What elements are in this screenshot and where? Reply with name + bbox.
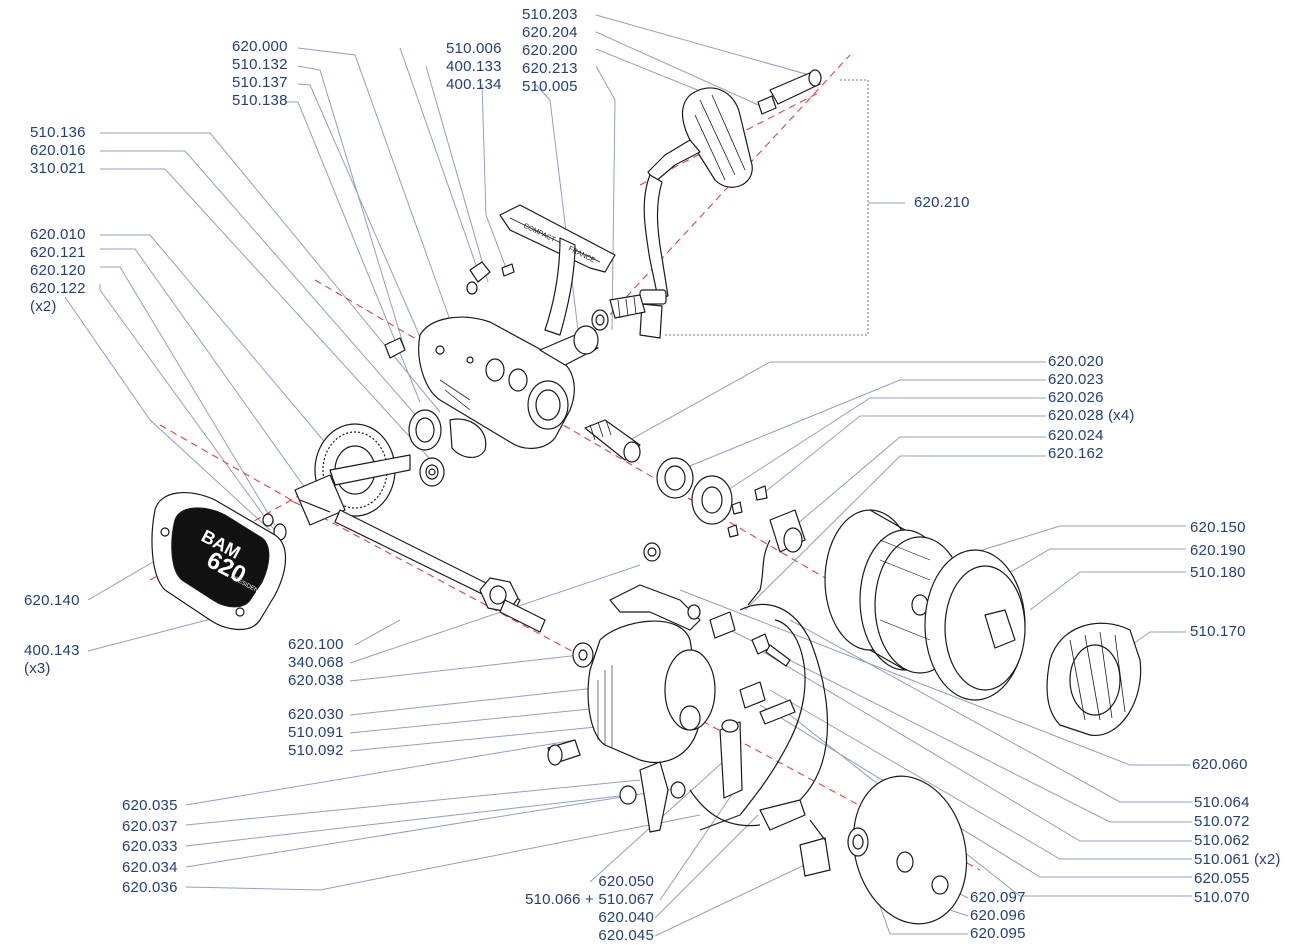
bail-wire [739,603,829,801]
reel-foot: COMPACT FRANCE [499,204,616,336]
label-part: 510.072 [1194,813,1250,830]
label-part: 620.024 [1048,427,1104,444]
bearing-right [656,457,806,606]
small-screws-top [384,261,515,359]
label-part: 620.020 [1048,353,1104,370]
labels-bottom-center: 620.050 510.066 + 510.067 620.040 620.04… [525,873,654,945]
label-part: 620.050 [598,873,654,890]
label-part: 400.143 [24,642,80,659]
label-part: 620.033 [122,838,178,855]
labels-top-left: 620.000 510.132 510.137 510.138 [232,38,288,110]
labels-right-upper: 620.020 620.023 620.026 620.028 (x4) 620… [1048,353,1135,463]
label-handle: 620.210 [914,194,970,211]
label-part: 620.000 [232,38,288,55]
spool [824,509,1026,701]
label-part: 340.068 [288,654,344,671]
label-part: 620.035 [122,797,178,814]
small-bolts [428,468,796,805]
label-part: 400.133 [446,58,502,75]
label-part: 510.138 [232,92,288,109]
label-part: 620.095 [970,925,1026,942]
pinion-gear [584,419,641,463]
reel-parts: COMPACT FRANCE [151,69,1142,925]
label-part: 510.180 [1190,564,1246,581]
label-part: 620.120 [30,262,86,279]
label-part: 620.204 [522,24,578,41]
label-part: 510.061 (x2) [1194,851,1281,868]
label-part: 620.034 [122,858,178,876]
label-part: 620.045 [598,927,654,944]
label-part: 620.037 [122,817,178,835]
label-part: 510.091 [288,724,344,741]
label-part: 620.100 [288,636,344,653]
labels-right-lower: 510.064 510.072 510.062 510.061 (x2) 620… [1194,793,1281,907]
bearing-left [408,409,487,487]
labels-bottom-left: 620.035 620.037 620.033 620.034 620.036 [122,796,178,899]
label-part: 510.137 [232,74,288,91]
leader-lines [64,14,1192,937]
label-part: 620.010 [30,226,86,243]
label-part: 510.062 [1194,832,1250,849]
bottom-disc [847,775,968,925]
gear-shaft [262,474,546,633]
bail-spring [689,789,761,827]
label-part: 620.030 [288,706,344,723]
label-part: 510.070 [1194,889,1250,906]
labels-lower-left: 620.030 510.091 510.092 [288,706,344,760]
label-part: 620.190 [1190,541,1246,559]
label-part: 620.150 [1190,519,1246,536]
label-part: 620.026 [1048,389,1104,406]
label-part: (x2) [30,298,57,315]
reel-body [418,316,599,449]
label-part: 620.097 [970,889,1026,906]
labels-mid-left: 620.100 340.068 620.038 [288,636,344,690]
labels-top-mid: 510.006 400.133 400.134 [446,40,502,94]
drag-knob [1046,622,1142,736]
label-drag-knob: 510.170 [1190,623,1246,640]
label-part: 510.005 [522,78,578,95]
labels-left-screws: 400.143 (x3) [24,642,80,678]
labels-bottom-right: 620.097 620.096 620.095 [970,889,1026,943]
labels-left-mid: 620.010 620.121 620.120 620.122 (x2) [30,226,86,316]
labels-top-right: 510.203 620.204 620.200 620.213 510.005 [522,6,578,96]
label-part: 310.021 [30,160,86,177]
label-part: 510.136 [30,124,86,141]
label-part: 620.122 [30,280,86,297]
label-part: 510.092 [288,742,344,759]
label-part: 620.162 [1048,445,1104,462]
label-part: (x3) [24,660,51,677]
bail-arm [609,584,806,831]
label-part: 510.066 + 510.067 [525,891,654,908]
label-part: 620.213 [522,60,578,77]
label-part: 620.200 [522,42,578,59]
label-part: 620.038 [288,672,344,689]
handle-assembly [591,87,753,339]
handle-shaft [757,69,822,115]
label-part: 620.036 [122,879,178,896]
label-part: 620.055 [1194,870,1250,887]
label-part: 510.064 [1194,794,1250,811]
label-part: 510.203 [522,6,578,23]
trip-lever [639,719,831,877]
label-side-cover: 620.140 [24,592,80,609]
rotor [587,620,716,764]
label-bail: 620.060 [1192,756,1248,773]
side-cover: BAM 620 PRESIDENT [151,492,287,630]
label-part: 400.134 [446,76,502,93]
label-part: 510.006 [446,40,502,57]
label-part: 510.132 [232,56,288,73]
label-part: 620.028 (x4) [1048,407,1135,424]
labels-right-spool: 620.150 620.190 510.180 [1190,517,1246,585]
label-part: 620.016 [30,142,86,159]
label-part: 620.096 [970,907,1026,924]
label-part: 620.040 [598,909,654,926]
labels-left-upper: 510.136 620.016 310.021 [30,124,86,178]
label-part: 620.121 [30,244,86,261]
label-part: 620.023 [1048,371,1104,388]
